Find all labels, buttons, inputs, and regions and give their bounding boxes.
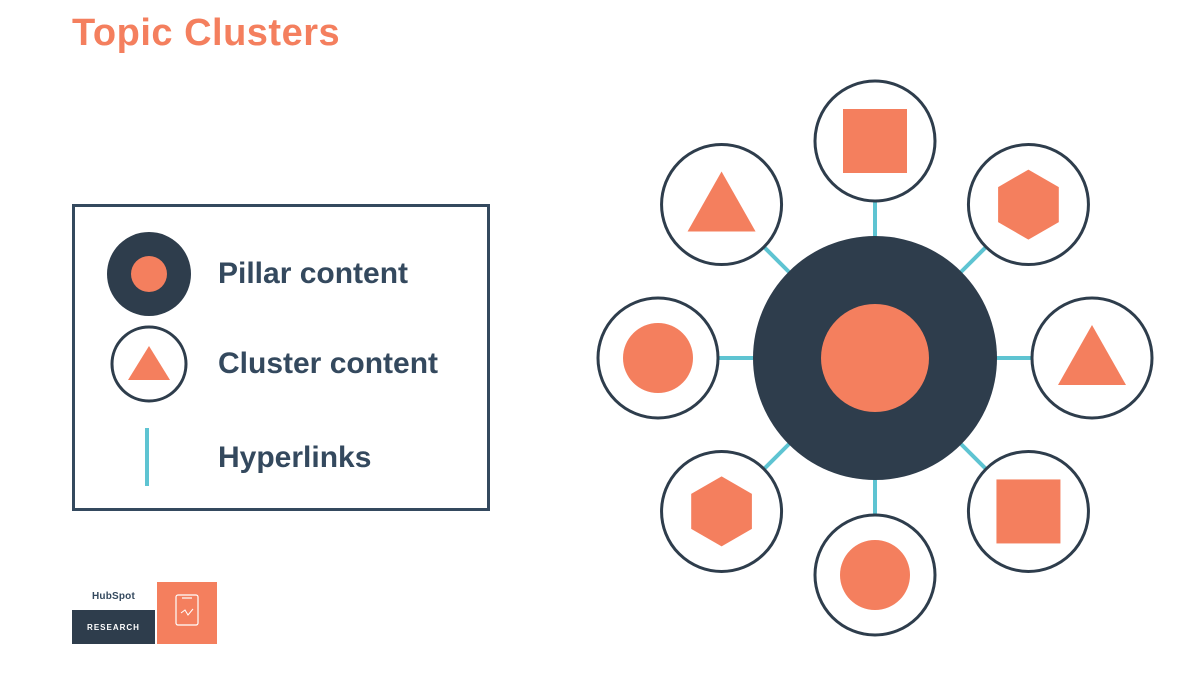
cluster-node-bottom-right bbox=[966, 449, 1090, 573]
logo-tagline: RESEARCH bbox=[72, 610, 155, 644]
hexagon-icon bbox=[691, 476, 752, 547]
hyperlink-icon bbox=[145, 428, 149, 486]
circle-icon bbox=[623, 323, 693, 393]
square-icon bbox=[843, 109, 907, 173]
logo-brand: HubSpot bbox=[72, 582, 155, 610]
legend-label-pillar: Pillar content bbox=[218, 257, 409, 290]
legend-item-cluster: Cluster content bbox=[75, 319, 487, 409]
triangle-icon bbox=[1058, 325, 1126, 385]
legend: Pillar content Cluster content Hyperlink… bbox=[72, 204, 490, 511]
document-icon bbox=[157, 582, 217, 644]
hyperlink-bottom-left bbox=[763, 441, 792, 470]
hyperlinks bbox=[719, 202, 1031, 514]
hyperlink-top-left bbox=[763, 246, 792, 275]
pillar-inner-circle bbox=[821, 304, 929, 412]
hyperlink-bottom-right bbox=[958, 441, 987, 470]
hubspot-research-logo: HubSpot RESEARCH bbox=[72, 582, 217, 644]
square-icon bbox=[996, 479, 1061, 544]
cluster-node-right bbox=[1030, 296, 1154, 420]
triangle-icon bbox=[687, 171, 756, 232]
cluster-node-bottom-left bbox=[660, 449, 784, 573]
page-title: Topic Clusters bbox=[72, 12, 341, 54]
pillar-node bbox=[753, 236, 997, 480]
cluster-node-top-left bbox=[660, 143, 784, 267]
cluster-nodes bbox=[596, 79, 1154, 637]
circle-icon bbox=[840, 540, 910, 610]
logo-box bbox=[157, 582, 217, 644]
legend-label-hyperlinks: Hyperlinks bbox=[218, 441, 372, 474]
pillar-icon bbox=[107, 232, 191, 316]
hexagon-icon bbox=[998, 169, 1059, 240]
hyperlink-top-right bbox=[958, 246, 987, 275]
cluster-node-top bbox=[813, 79, 937, 203]
cluster-icon bbox=[110, 325, 188, 403]
legend-item-hyperlinks: Hyperlinks bbox=[75, 409, 487, 499]
legend-label-cluster: Cluster content bbox=[218, 347, 439, 380]
cluster-node-top-right bbox=[966, 143, 1090, 267]
cluster-node-left bbox=[596, 296, 720, 420]
cluster-node-bottom bbox=[813, 513, 937, 637]
legend-item-pillar: Pillar content bbox=[75, 229, 487, 319]
